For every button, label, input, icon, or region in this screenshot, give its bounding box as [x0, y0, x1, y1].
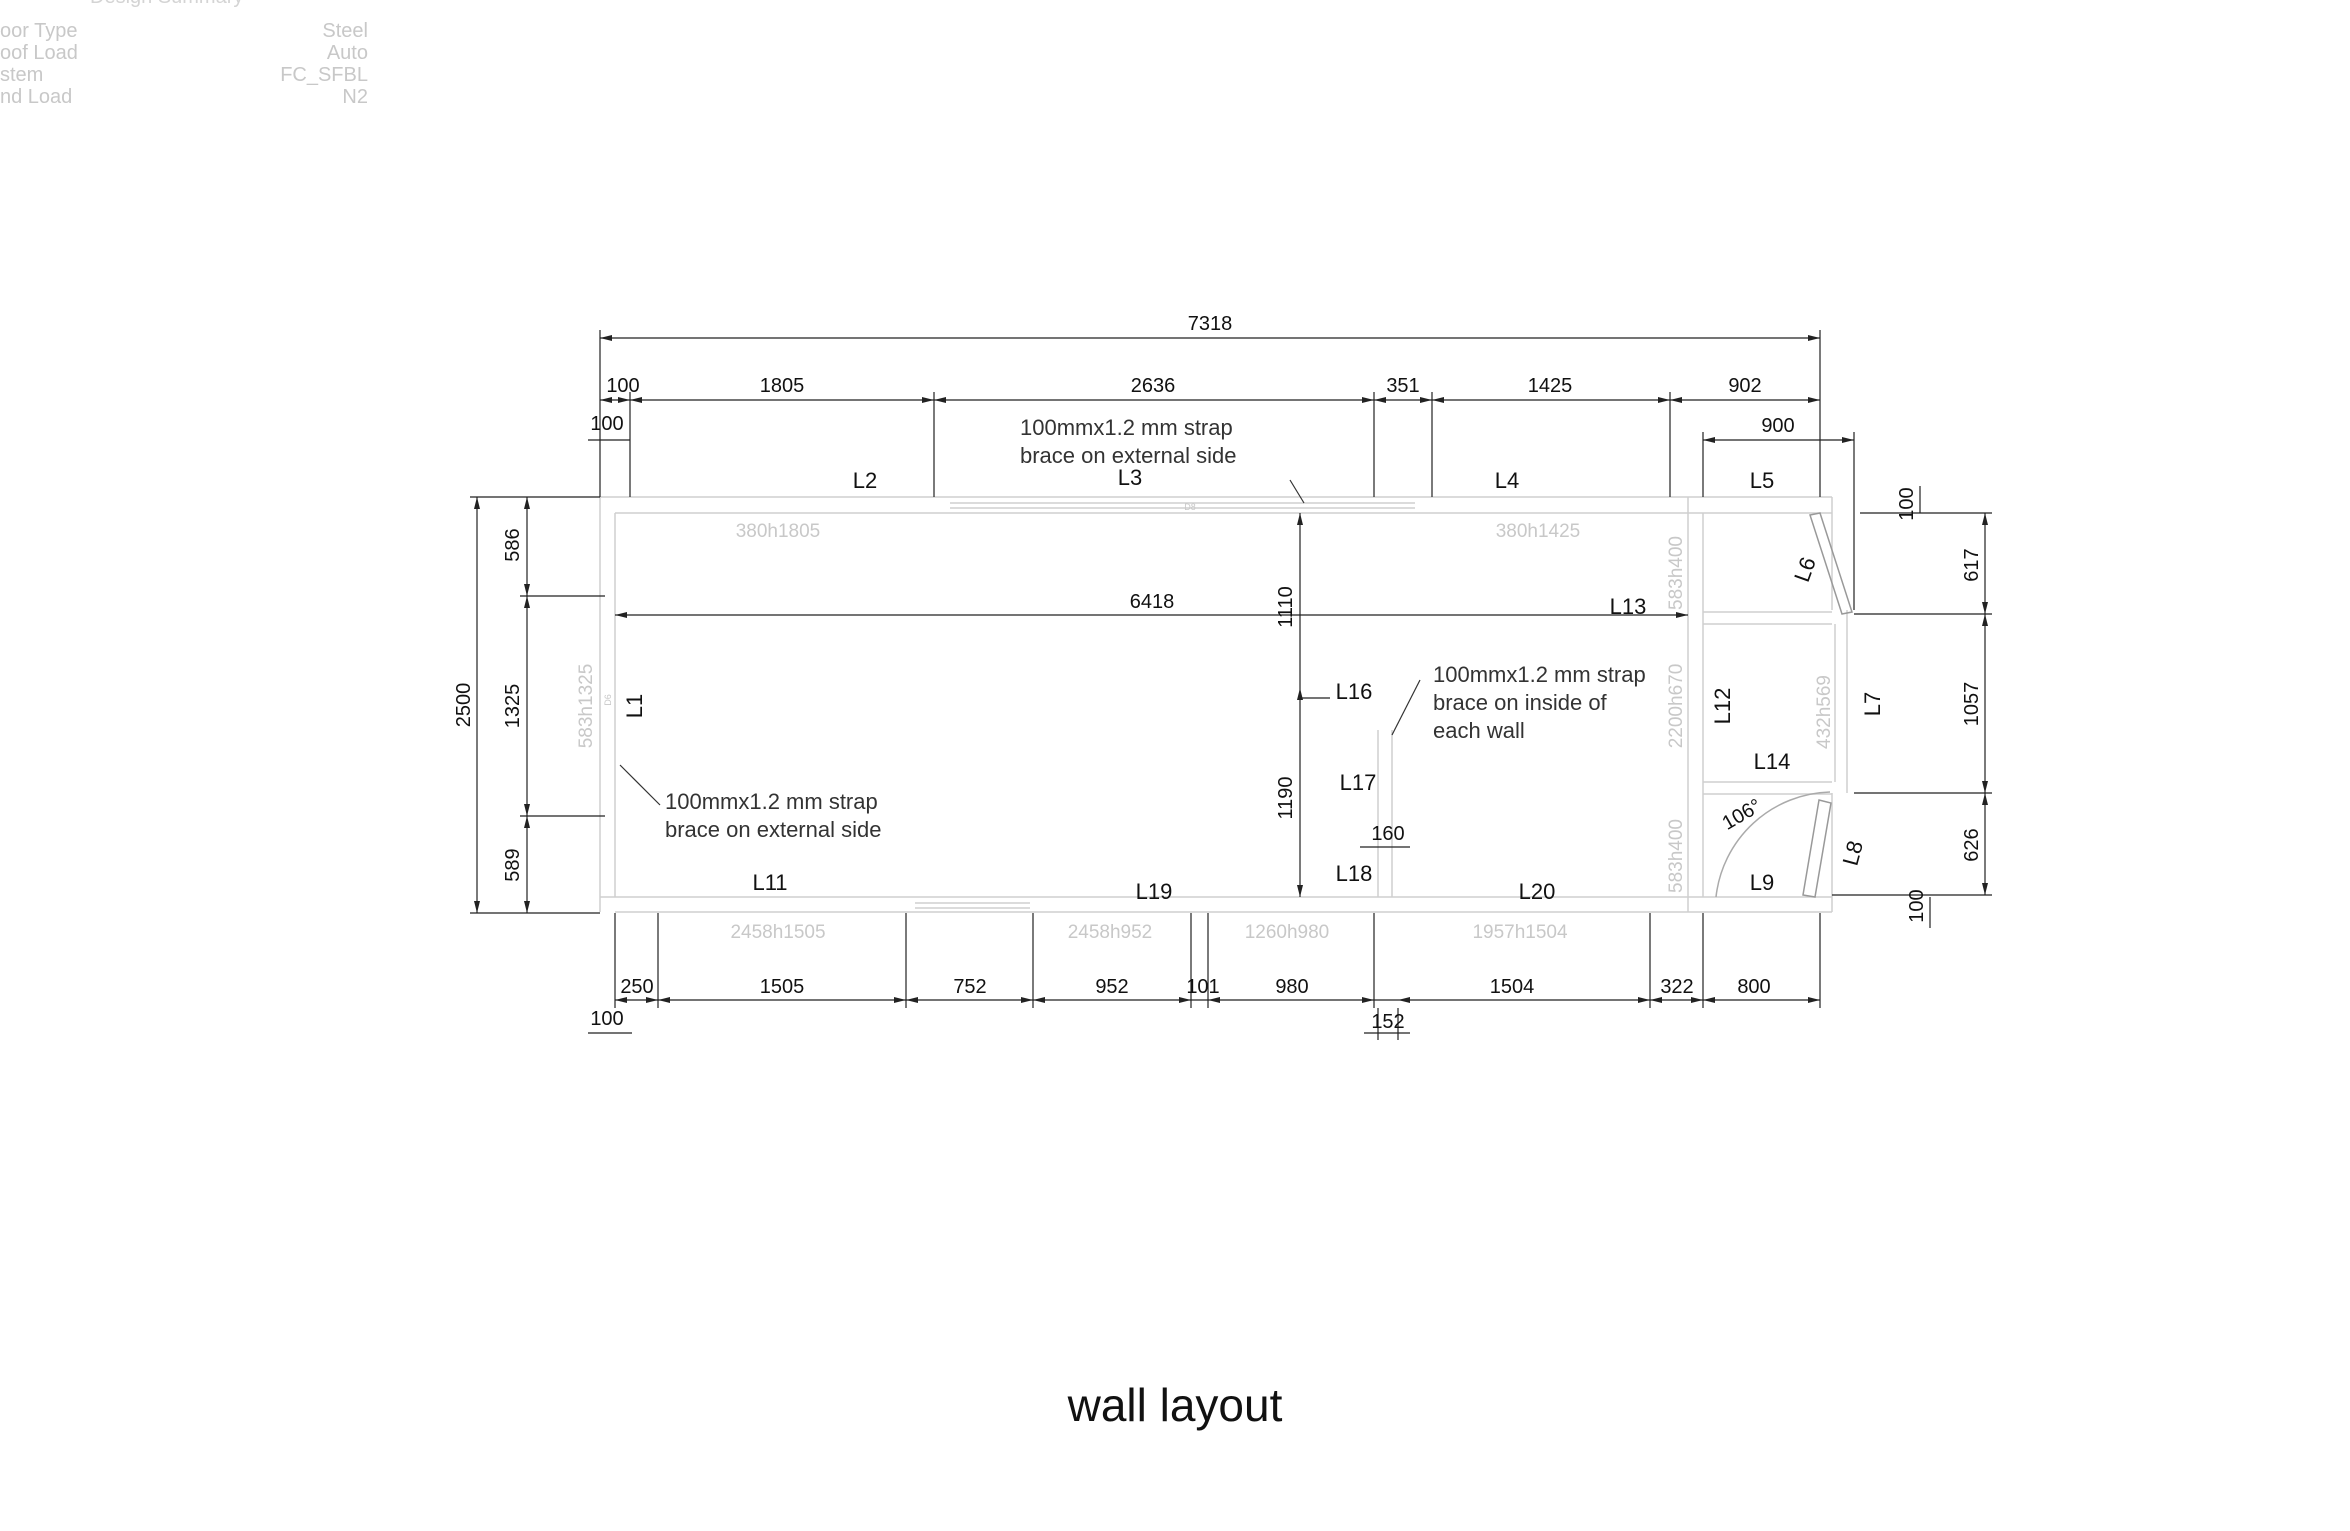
- note-leaders: [619, 479, 1421, 806]
- note-mid-line1: 100mmx1.2 mm strap: [1433, 662, 1646, 687]
- dim-top-351: 351: [1386, 375, 1419, 397]
- summary-value: FC_SFBL: [280, 64, 368, 86]
- wall-label-l4: L4: [1495, 468, 1519, 493]
- dim-top-2636: 2636: [1131, 375, 1176, 397]
- summary-value: Steel: [322, 20, 368, 42]
- dim-bottom-1504: 1504: [1490, 976, 1535, 998]
- dim-bottom-322: 322: [1660, 976, 1693, 998]
- wall-label-l8: L8: [1838, 838, 1868, 868]
- note-top-line2: brace on external side: [1020, 443, 1236, 468]
- opening-label: 583h400: [1666, 819, 1687, 893]
- opening-label: 583h1325: [576, 664, 597, 749]
- wall-label-l17: L17: [1340, 770, 1377, 795]
- summary-label: stem: [0, 64, 44, 86]
- note-left-line2: brace on external side: [665, 817, 881, 842]
- wall-label-l6: L6: [1789, 554, 1821, 586]
- door-angle-label: 106°: [1719, 795, 1766, 835]
- dim-bottom-152: 152: [1371, 1011, 1404, 1033]
- opening-label: 380h1805: [736, 521, 821, 542]
- summary-value: Auto: [326, 42, 368, 64]
- summary-label: nd Load: [0, 86, 73, 108]
- dim-right-617: 617: [1961, 548, 1983, 581]
- dim-bottom-1505: 1505: [760, 976, 805, 998]
- summary-row: oof Load Auto: [0, 42, 368, 64]
- note-mid-line3: each wall: [1433, 718, 1525, 743]
- opening-label: 1957h1504: [1472, 922, 1568, 943]
- dim-interior-1190: 1190: [1275, 776, 1297, 819]
- dim-top-900: 900: [1761, 415, 1794, 437]
- door-leaves: [1802, 512, 1853, 898]
- wall-label-l5: L5: [1750, 468, 1774, 493]
- dim-bottom-800: 800: [1737, 976, 1770, 998]
- opening-label: 2200h670: [1666, 664, 1687, 749]
- dim-interior-1110: 1110: [1275, 586, 1297, 628]
- dim-top-100-b: 100: [590, 413, 623, 435]
- note-mid-line2: brace on inside of: [1433, 690, 1608, 715]
- design-summary-panel: Design Summary oor Type Steel oof Load A…: [0, 0, 375, 120]
- dim-left-586: 586: [502, 528, 524, 561]
- wall-labels: L1 L2 L3 L4 L5 L6 L7 L8 L9 L11 L12 L13 L…: [622, 465, 1885, 904]
- dim-right-626: 626: [1961, 828, 1983, 861]
- opening-labels: 380h1805 380h1425 583h400 583h1325 2200h…: [576, 502, 1835, 943]
- dim-top-902: 902: [1728, 375, 1761, 397]
- dim-bottom-752: 752: [953, 976, 986, 998]
- wall-label-l3: L3: [1118, 465, 1142, 490]
- dim-interior-160: 160: [1371, 823, 1404, 845]
- opening-label: 2458h1505: [730, 922, 825, 943]
- dim-left-1325: 1325: [502, 684, 524, 729]
- strap-brace-notes: 100mmx1.2 mm strap brace on external sid…: [665, 415, 1646, 842]
- opening-label: 432h569: [1814, 675, 1835, 749]
- summary-label: oor Type: [0, 20, 78, 42]
- dim-interior-6418: 6418: [1130, 591, 1175, 613]
- dimension-labels: 7318 100 1805 2636 351 1425 902 100 900 …: [453, 313, 1983, 1033]
- wall-label-l9: L9: [1750, 870, 1774, 895]
- dim-bottom-100: 100: [590, 1008, 623, 1030]
- opening-label: 583h400: [1666, 536, 1687, 610]
- design-summary-title: Design Summary: [90, 0, 243, 9]
- dim-bottom-980: 980: [1275, 976, 1308, 998]
- wall-label-l12: L12: [1710, 688, 1735, 725]
- wall-label-l11: L11: [752, 870, 787, 895]
- wall-label-l7: L7: [1860, 692, 1885, 716]
- wall-label-l19: L19: [1136, 879, 1173, 904]
- summary-row: stem FC_SFBL: [0, 64, 368, 86]
- summary-row: nd Load N2: [0, 86, 368, 108]
- dim-bottom-101: 101: [1186, 976, 1219, 998]
- drawing-caption: wall layout: [1067, 1379, 1283, 1431]
- dim-bottom-952: 952: [1095, 976, 1128, 998]
- opening-tag: D8: [1184, 502, 1196, 512]
- dim-left-2500: 2500: [453, 683, 475, 728]
- opening-tag: D6: [603, 694, 613, 706]
- wall-label-l14: L14: [1754, 749, 1791, 774]
- wall-outlines: [599, 496, 1848, 913]
- dim-bottom-250: 250: [620, 976, 653, 998]
- opening-label: 2458h952: [1068, 922, 1153, 943]
- wall-label-l1: L1: [622, 694, 647, 718]
- dim-right-100-top: 100: [1896, 487, 1918, 520]
- summary-label: oof Load: [0, 42, 78, 64]
- wall-label-l2: L2: [853, 468, 877, 493]
- dim-left-589: 589: [502, 848, 524, 881]
- note-top-line1: 100mmx1.2 mm strap: [1020, 415, 1233, 440]
- wall-label-l13: L13: [1610, 594, 1647, 619]
- note-left-line1: 100mmx1.2 mm strap: [665, 789, 878, 814]
- wall-label-l20: L20: [1519, 879, 1556, 904]
- dim-right-1057: 1057: [1961, 682, 1983, 727]
- dim-top-1805: 1805: [760, 375, 805, 397]
- summary-value: N2: [342, 86, 368, 108]
- dim-top-100: 100: [606, 375, 639, 397]
- opening-label: 380h1425: [1496, 521, 1581, 542]
- dim-overall-width: 7318: [1188, 313, 1233, 335]
- dimension-arrowheads: [474, 335, 1988, 1003]
- opening-label: 1260h980: [1245, 922, 1330, 943]
- summary-row: oor Type Steel: [0, 20, 368, 42]
- wall-label-l18: L18: [1336, 861, 1373, 886]
- wall-label-l16: L16: [1336, 679, 1373, 704]
- dim-top-1425: 1425: [1528, 375, 1573, 397]
- dim-right-100-bottom: 100: [1906, 889, 1928, 922]
